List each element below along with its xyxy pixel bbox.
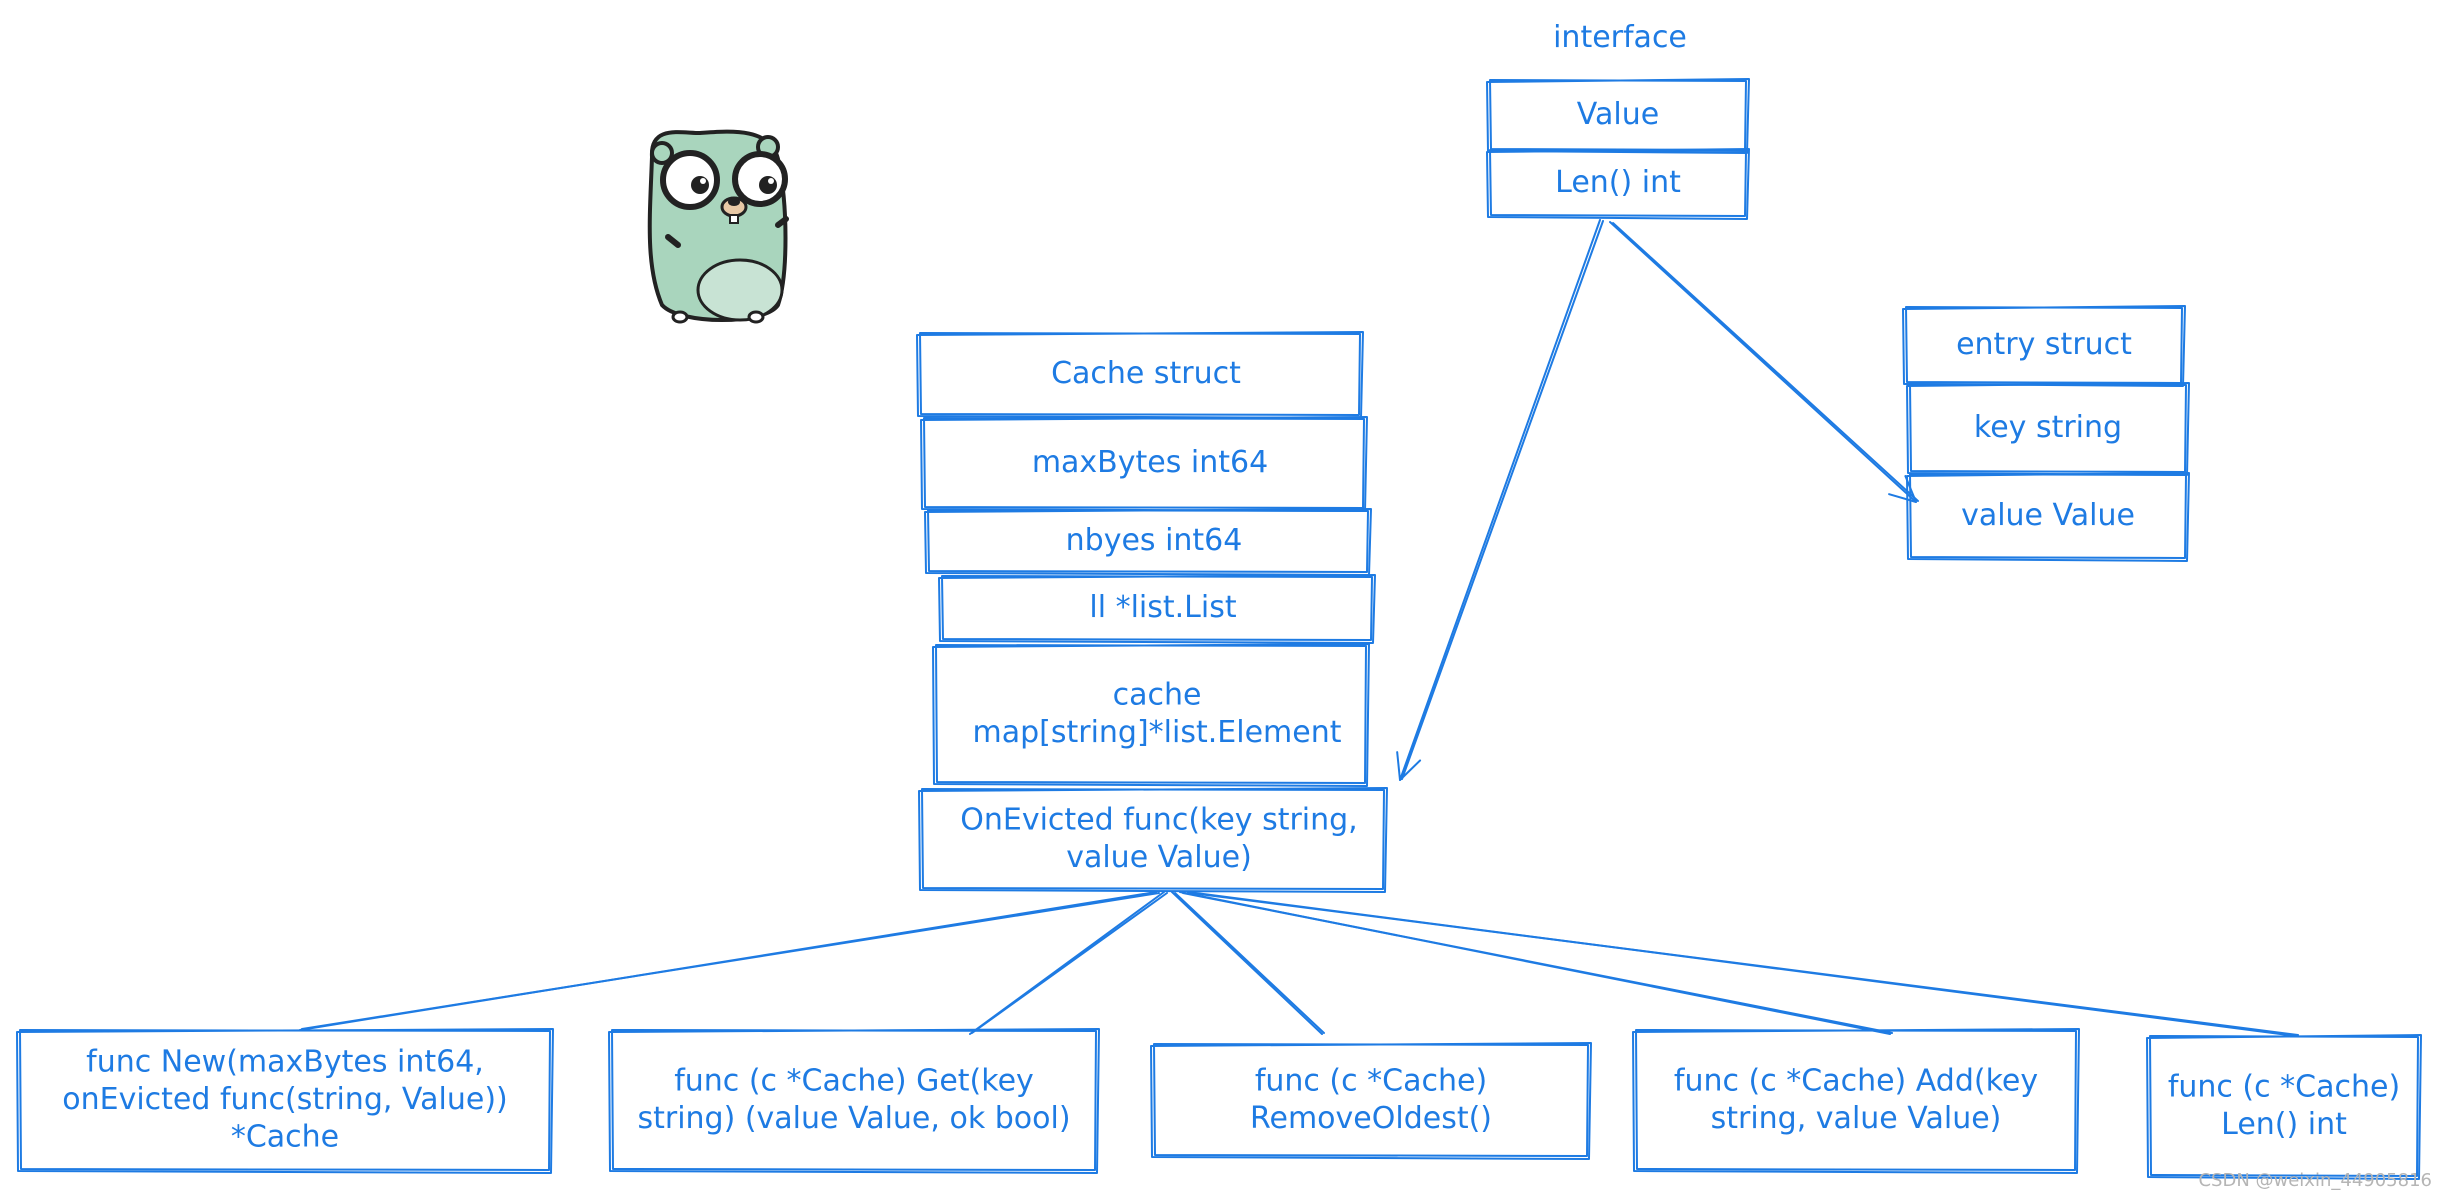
cache-struct-row-label: maxBytes int64 (1032, 445, 1268, 480)
method-box-label: func New(maxBytes int64,onEvicted func(s… (62, 1044, 507, 1154)
connector-layer (299, 219, 2299, 1037)
interface-title-line: interface (1553, 20, 1687, 55)
method-box-label-line: string) (value Value, ok bool) (637, 1100, 1070, 1135)
connector-cache-to-method-stroke (1190, 892, 2299, 1036)
cache-struct-row-box (918, 787, 1388, 893)
method-box-label-line: func (c *Cache) Get(key (674, 1063, 1034, 1098)
interface-row-box (1486, 148, 1750, 220)
interface-row-label: Len() int (1555, 165, 1681, 200)
interface-title: interface (1553, 20, 1687, 55)
entry-struct: entry struct key string value Value (1902, 305, 2190, 562)
entry-struct-row-box (1906, 472, 2190, 562)
cache-struct-row-label: nbyes int64 (1066, 523, 1243, 558)
entry-struct-row-label: entry struct (1956, 327, 2132, 362)
watermark-text: CSDN @weixin_44905816 (2198, 1170, 2432, 1191)
entry-struct-row-label: key string (1974, 410, 2122, 445)
entry-struct-row-label: value Value (1961, 498, 2135, 533)
method-box (1150, 1042, 1592, 1160)
method-box-label-line: string, value Value) (1711, 1100, 2002, 1135)
arrow-interface-to-cache-stroke (1401, 220, 1604, 780)
cache-struct-row-label-line: nbyes int64 (1066, 523, 1243, 558)
method-box-label-line: *Cache (231, 1119, 339, 1154)
connector-cache-to-method-stroke (1174, 892, 1325, 1034)
method-box-label-line: func New(maxBytes int64, (86, 1044, 484, 1079)
interface-row-label-line: Len() int (1555, 165, 1681, 200)
method-boxes: func New(maxBytes int64,onEvicted func(s… (16, 1028, 2422, 1180)
connector-cache-to-method-stroke (301, 892, 1160, 1030)
method-box (16, 1028, 554, 1174)
arrow-interface-to-entry (1609, 221, 1917, 503)
gopher-mascot (647, 129, 789, 324)
cache-struct-row-label-line: OnEvicted func(key string, (960, 802, 1357, 837)
method-box-label-line: func (c *Cache) Add(key (1674, 1063, 2038, 1098)
cache-struct-row-label-line: map[string]*list.Element (973, 714, 1342, 749)
cache-struct-row-label: Cache struct (1051, 356, 1241, 391)
connector-cache-to-method-stroke (1182, 892, 1893, 1034)
cache-struct-row-box (932, 643, 1370, 787)
cache-struct-row-box (938, 574, 1376, 644)
cache-struct: Cache struct maxBytes int64 nbyes int64 ll … (916, 331, 1388, 893)
cache-struct-row-label-line: maxBytes int64 (1032, 445, 1268, 480)
method-box-label-line: Len() int (2221, 1106, 2347, 1141)
method-box-label-line: onEvicted func(string, Value)) (62, 1082, 507, 1117)
arrowhead-interface-to-entry (1888, 475, 1917, 503)
method-box (608, 1028, 1100, 1174)
entry-struct-row-label-line: value Value (1961, 498, 2135, 533)
cache-struct-row-label-line: cache (1113, 677, 1202, 712)
method-box (2146, 1034, 2422, 1180)
method-box-label-line: func (c *Cache) (2168, 1069, 2400, 1104)
entry-struct-row-label-line: key string (1974, 410, 2122, 445)
interface-row-label-line: Value (1577, 97, 1659, 132)
entry-struct-row-label-line: entry struct (1956, 327, 2132, 362)
cache-struct-row-label: OnEvicted func(key string,value Value) (960, 802, 1357, 875)
cache-struct-row-label-line: value Value) (1066, 839, 1252, 874)
method-box-label: func (c *Cache)RemoveOldest() (1250, 1063, 1492, 1136)
method-box (1632, 1028, 2080, 1174)
cache-struct-row-label: ll *list.List (1089, 590, 1236, 625)
interface-row-label: Value (1577, 97, 1659, 132)
method-box-label-line: func (c *Cache) (1255, 1063, 1487, 1098)
connector-cache-to-method (1171, 891, 1323, 1035)
arrow-interface-to-cache (1399, 219, 1601, 781)
arrowhead-interface-to-cache (1396, 751, 1422, 781)
arrow-interface-to-entry-stroke (1612, 222, 1919, 502)
connector-cache-to-method-stroke (971, 892, 1168, 1034)
method-box-label: func (c *Cache)Len() int (2168, 1069, 2400, 1142)
method-box-label-line: RemoveOldest() (1250, 1100, 1492, 1135)
cache-struct-row-label-line: Cache struct (1051, 356, 1241, 391)
cache-struct-row-label-line: ll *list.List (1089, 590, 1236, 625)
